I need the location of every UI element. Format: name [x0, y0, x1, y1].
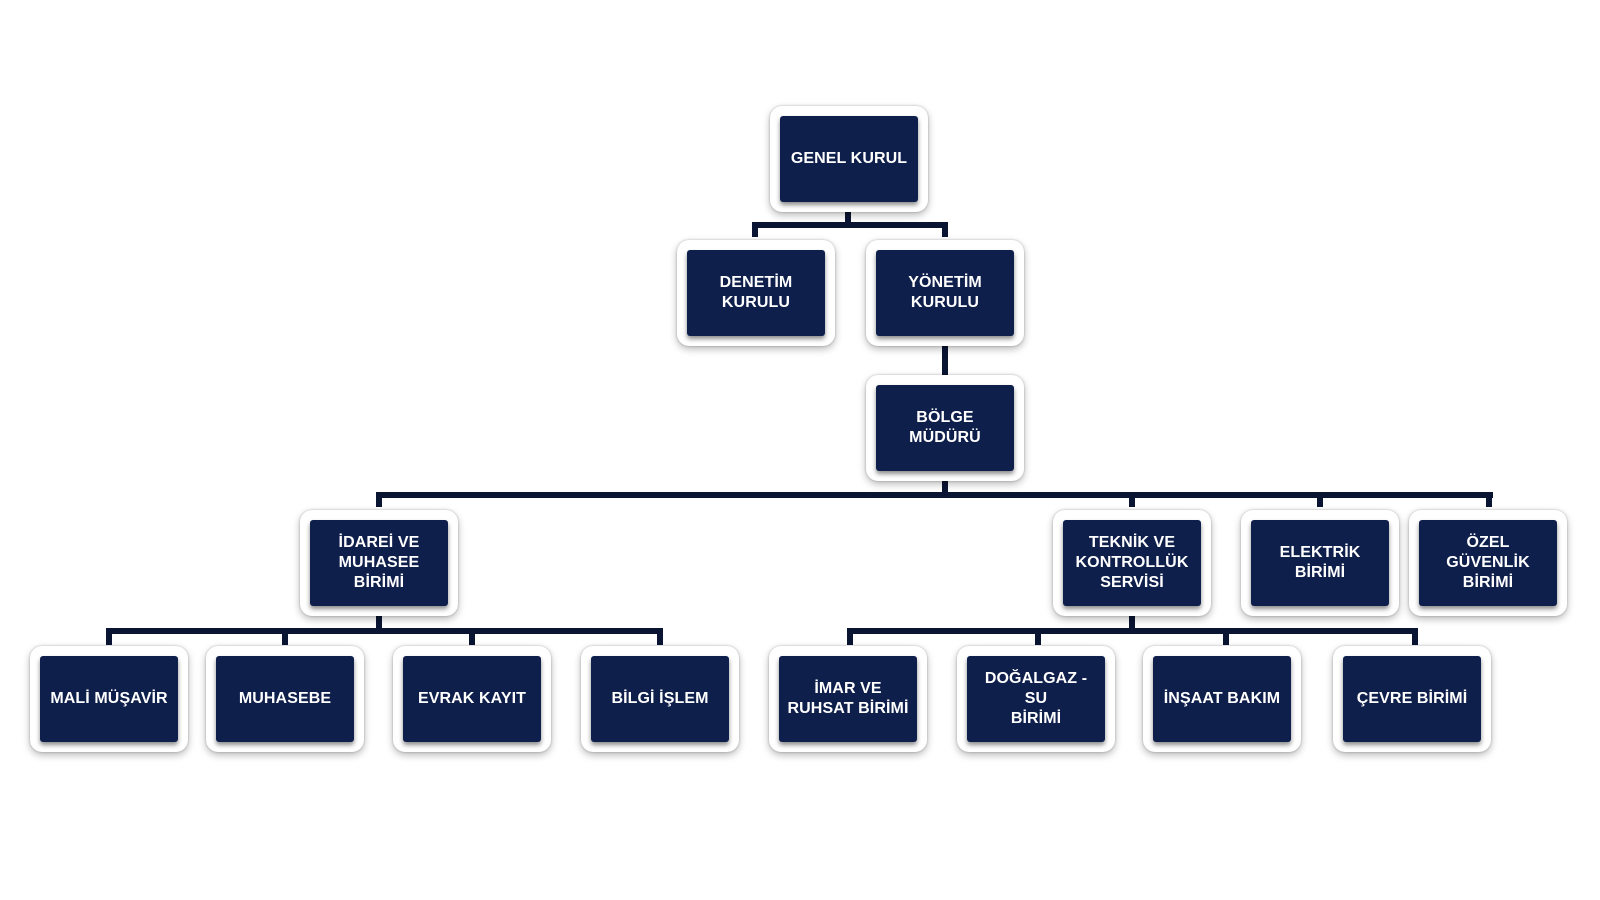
node-box: MUHASEBE — [216, 656, 354, 742]
node-box: DOĞALGAZ - SU BİRİMİ — [967, 656, 1105, 742]
node-label-insaat-bakim: İNŞAAT BAKIM — [1163, 690, 1281, 707]
node-label-elektrik: ELEKTRİK BİRİMİ — [1279, 544, 1361, 581]
node-imar-ruhsat: İMAR VE RUHSAT BİRİMİ — [769, 646, 927, 752]
connector-teknik-to-alt-birimler — [847, 614, 1418, 645]
node-label-bilgi-islem: BİLGİ İŞLEM — [611, 690, 709, 707]
node-dogalgaz-su: DOĞALGAZ - SU BİRİMİ — [957, 646, 1115, 752]
node-box: MALİ MÜŞAVİR — [40, 656, 178, 742]
node-box: GENEL KURUL — [780, 116, 918, 202]
node-muhasebe: MUHASEBE — [206, 646, 364, 752]
node-elektrik: ELEKTRİK BİRİMİ — [1241, 510, 1399, 616]
node-box: ÖZEL GÜVENLİK BİRİMİ — [1419, 520, 1557, 606]
node-label-idarei-muhasebe: İDAREİ VE MUHASEE BİRİMİ — [338, 534, 420, 591]
node-idarei-muhasebe: İDAREİ VE MUHASEE BİRİMİ — [300, 510, 458, 616]
node-insaat-bakim: İNŞAAT BAKIM — [1143, 646, 1301, 752]
node-label-ozel-guvenlik: ÖZEL GÜVENLİK BİRİMİ — [1446, 534, 1530, 591]
node-box: EVRAK KAYIT — [403, 656, 541, 742]
node-box: İNŞAAT BAKIM — [1153, 656, 1291, 742]
node-label-denetim-kurulu: DENETİM KURULU — [719, 274, 793, 311]
node-box: İDAREİ VE MUHASEE BİRİMİ — [310, 520, 448, 606]
node-genel-kurul: GENEL KURUL — [770, 106, 928, 212]
node-label-teknik-kontrolluk: TEKNİK VE KONTROLLÜK SERVİSİ — [1075, 534, 1189, 591]
node-bilgi-islem: BİLGİ İŞLEM — [581, 646, 739, 752]
node-teknik-kontrolluk: TEKNİK VE KONTROLLÜK SERVİSİ — [1053, 510, 1211, 616]
node-box: TEKNİK VE KONTROLLÜK SERVİSİ — [1063, 520, 1201, 606]
node-label-mali-musavir: MALİ MÜŞAVİR — [50, 690, 168, 707]
node-box: İMAR VE RUHSAT BİRİMİ — [779, 656, 917, 742]
node-label-bolge-muduru: BÖLGE MÜDÜRÜ — [909, 409, 981, 446]
node-label-genel-kurul: GENEL KURUL — [790, 150, 908, 167]
node-label-imar-ruhsat: İMAR VE RUHSAT BİRİMİ — [787, 680, 909, 717]
node-box: BÖLGE MÜDÜRÜ — [876, 385, 1014, 471]
node-mali-musavir: MALİ MÜŞAVİR — [30, 646, 188, 752]
connector-idarei-to-alt-birimler — [106, 614, 663, 645]
node-label-yonetim-kurulu: YÖNETİM KURULU — [908, 274, 982, 311]
node-box: ELEKTRİK BİRİMİ — [1251, 520, 1389, 606]
connector-genel-kurul-to-kurullar — [752, 208, 948, 237]
node-label-evrak-kayit: EVRAK KAYIT — [417, 690, 527, 707]
node-cevre: ÇEVRE BİRİMİ — [1333, 646, 1491, 752]
node-label-muhasebe: MUHASEBE — [238, 690, 332, 707]
node-ozel-guvenlik: ÖZEL GÜVENLİK BİRİMİ — [1409, 510, 1567, 616]
node-label-dogalgaz-su: DOĞALGAZ - SU BİRİMİ — [984, 670, 1088, 727]
node-yonetim-kurulu: YÖNETİM KURULU — [866, 240, 1024, 346]
connector-bolge-to-birimler — [376, 476, 1493, 507]
node-box: BİLGİ İŞLEM — [591, 656, 729, 742]
node-evrak-kayit: EVRAK KAYIT — [393, 646, 551, 752]
node-box: YÖNETİM KURULU — [876, 250, 1014, 336]
node-label-cevre: ÇEVRE BİRİMİ — [1356, 690, 1468, 707]
node-box: DENETİM KURULU — [687, 250, 825, 336]
node-box: ÇEVRE BİRİMİ — [1343, 656, 1481, 742]
node-bolge-muduru: BÖLGE MÜDÜRÜ — [866, 375, 1024, 481]
node-denetim-kurulu: DENETİM KURULU — [677, 240, 835, 346]
